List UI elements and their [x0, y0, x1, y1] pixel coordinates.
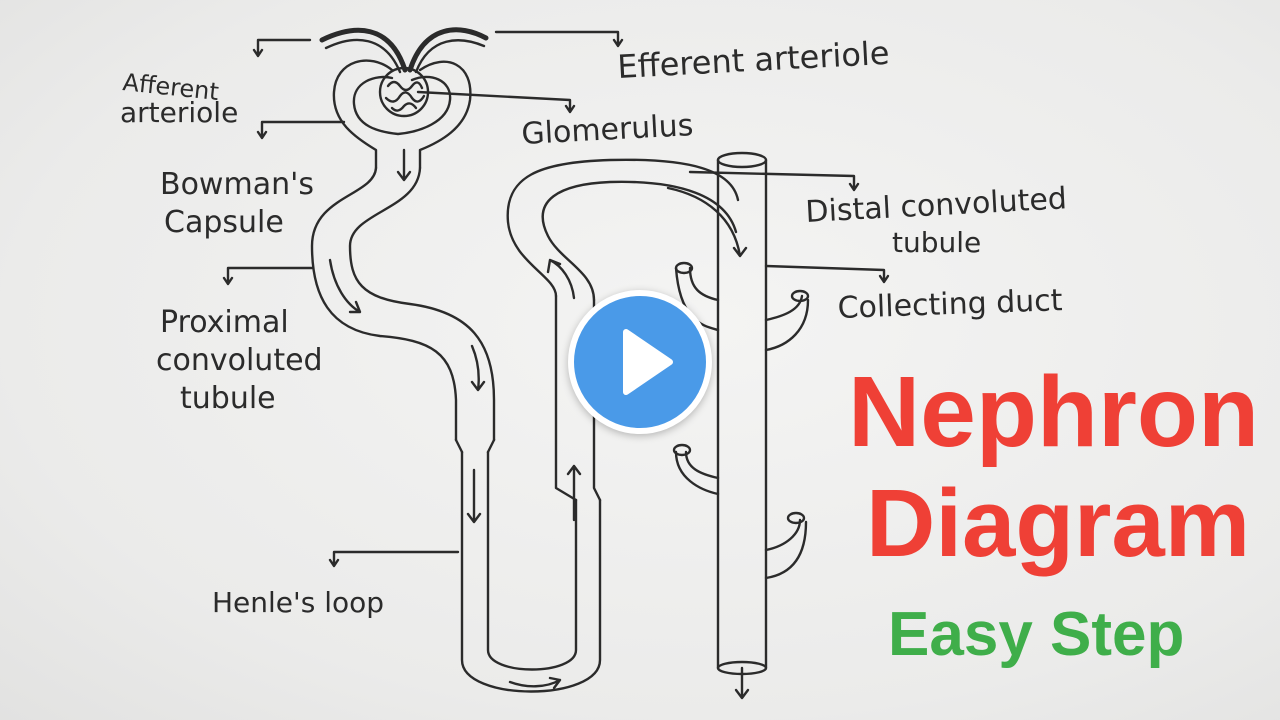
play-icon: [623, 329, 673, 395]
label-bowmans: Bowman's: [160, 167, 314, 202]
bowmans-capsule-inner: [352, 75, 452, 136]
label-collecting-duct: Collecting duct: [837, 283, 1063, 326]
label-convoluted: convoluted: [156, 343, 323, 378]
label-henles-loop: Henle's loop: [212, 586, 384, 619]
title-nephron: Nephron: [848, 356, 1260, 468]
label-proximal-tubule: tubule: [180, 381, 276, 416]
label-proximal: Proximal: [160, 305, 289, 340]
label-afferent-arteriole: arteriole: [120, 96, 238, 129]
label-capsule: Capsule: [164, 205, 284, 240]
distal-tubule: [541, 180, 738, 302]
label-efferent-arteriole: Efferent arteriole: [616, 34, 890, 86]
afferent-arteriole: [319, 27, 408, 73]
subtitle-easy-step: Easy Step: [888, 600, 1185, 669]
henles-loop: [460, 450, 602, 693]
label-distal-convoluted: Distal convoluted: [805, 181, 1068, 230]
label-glomerulus: Glomerulus: [521, 108, 695, 152]
efferent-arteriole: [407, 27, 489, 73]
label-distal-tubule: tubule: [892, 226, 981, 259]
title-diagram: Diagram: [866, 470, 1251, 577]
play-button[interactable]: [568, 290, 712, 434]
bowmans-capsule-outer: [332, 59, 394, 170]
proximal-tubule: [310, 166, 458, 442]
